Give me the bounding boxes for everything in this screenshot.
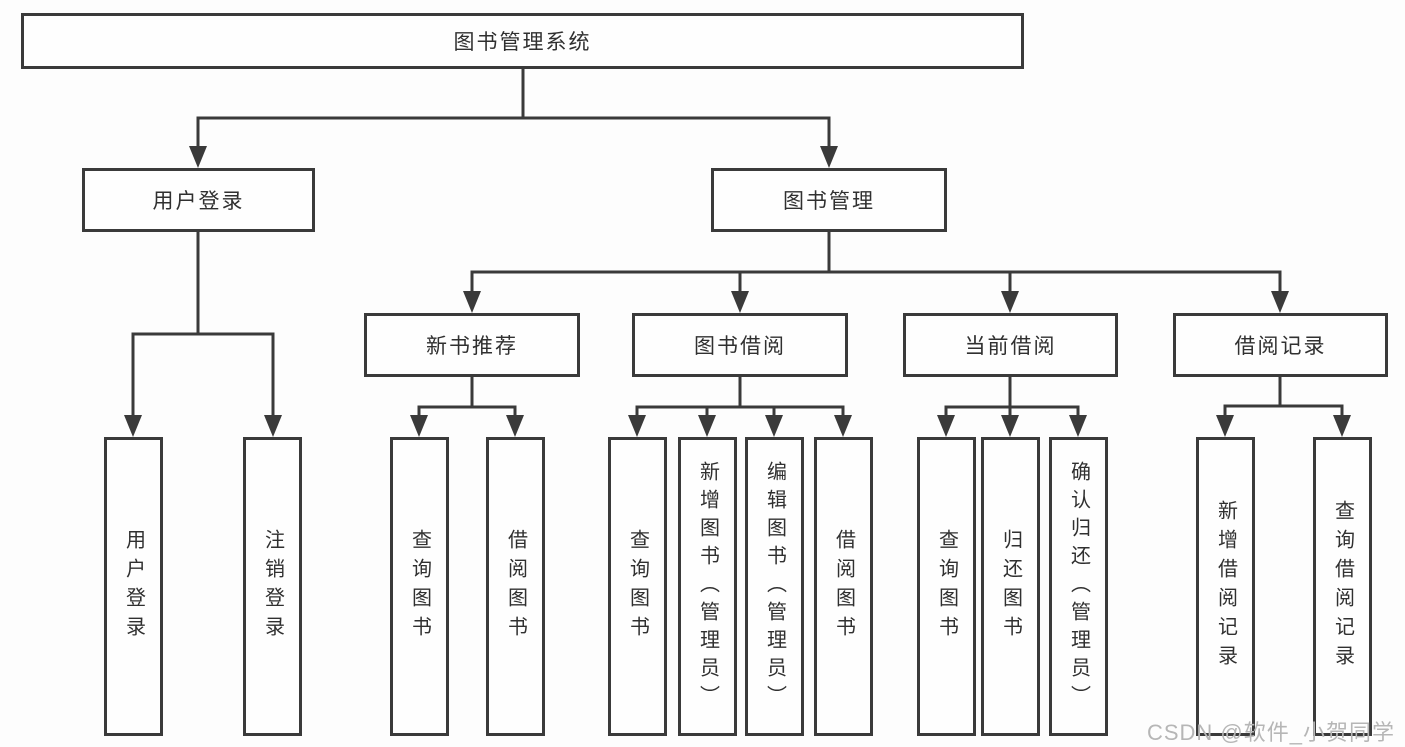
leaf-label: 用户登录 xyxy=(122,528,145,645)
arrowhead xyxy=(463,291,481,313)
leaf-add-books-admin: 新增图书（管理员） xyxy=(678,437,737,736)
arrowhead xyxy=(410,415,428,437)
edge-user-login-split xyxy=(131,232,275,419)
leaf-label: 查询图书 xyxy=(626,528,649,645)
leaf-add-borrow-record: 新增借阅记录 xyxy=(1196,437,1255,736)
leaf-edit-books-admin: 编辑图书（管理员） xyxy=(745,437,804,736)
leaf-label: 新增图书（管理员） xyxy=(696,460,719,713)
node-book-management-label: 图书管理 xyxy=(783,190,875,213)
leaf-user-login-1: 用户登录 xyxy=(104,437,163,736)
arrowhead xyxy=(765,415,783,437)
leaf-borrow-books-2: 借阅图书 xyxy=(814,437,873,736)
watermark: CSDN @软件_小贺同学 xyxy=(1146,720,1395,745)
arrowhead xyxy=(189,146,207,168)
leaf-label: 编辑图书（管理员） xyxy=(763,460,786,713)
arrowhead xyxy=(834,415,852,437)
arrowhead xyxy=(264,415,282,437)
leaf-label: 查询借阅记录 xyxy=(1331,499,1354,674)
leaf-label: 查询图书 xyxy=(408,528,431,645)
leaf-user-logout: 注销登录 xyxy=(243,437,302,736)
edge-current-borrow-split xyxy=(944,377,1080,419)
arrowhead xyxy=(1333,415,1351,437)
node-user-login-label: 用户登录 xyxy=(152,190,245,213)
node-book-borrow: 图书借阅 xyxy=(632,313,848,377)
leaf-label: 新增借阅记录 xyxy=(1214,499,1237,674)
node-root-label: 图书管理系统 xyxy=(453,31,592,54)
edge-book-borrow-split xyxy=(635,377,845,419)
node-borrow-records: 借阅记录 xyxy=(1173,313,1388,377)
edge-borrow-records-split xyxy=(1223,377,1344,419)
leaf-query-books-2: 查询图书 xyxy=(608,437,667,736)
arrowhead xyxy=(628,415,646,437)
node-new-book-recommend: 新书推荐 xyxy=(364,313,580,377)
arrowhead xyxy=(937,415,955,437)
arrowhead xyxy=(1001,291,1019,313)
leaf-confirm-return-admin: 确认归还（管理员） xyxy=(1049,437,1108,736)
node-book-management: 图书管理 xyxy=(711,168,947,232)
leaf-label: 借阅图书 xyxy=(832,528,855,645)
edge-new-book-split xyxy=(417,377,517,419)
node-borrow-records-label: 借阅记录 xyxy=(1234,335,1327,358)
arrowhead xyxy=(1069,415,1087,437)
arrowhead xyxy=(124,415,142,437)
arrowhead xyxy=(698,415,716,437)
arrowhead xyxy=(820,146,838,168)
node-book-borrow-label: 图书借阅 xyxy=(694,335,786,358)
arrowhead xyxy=(1001,415,1019,437)
leaf-borrow-books-1: 借阅图书 xyxy=(486,437,545,736)
leaf-query-books-3: 查询图书 xyxy=(917,437,976,736)
leaf-label: 注销登录 xyxy=(261,528,284,645)
node-user-login: 用户登录 xyxy=(82,168,315,232)
arrowhead xyxy=(1216,415,1234,437)
node-root: 图书管理系统 xyxy=(21,13,1024,69)
leaf-return-books: 归还图书 xyxy=(981,437,1040,736)
leaf-label: 借阅图书 xyxy=(504,528,527,645)
leaf-label: 归还图书 xyxy=(999,528,1022,645)
leaf-label: 确认归还（管理员） xyxy=(1067,460,1090,713)
leaf-query-borrow-record: 查询借阅记录 xyxy=(1313,437,1372,736)
node-new-book-recommend-label: 新书推荐 xyxy=(426,335,518,358)
leaf-query-books-1: 查询图书 xyxy=(390,437,449,736)
arrowhead xyxy=(1271,291,1289,313)
arrowhead xyxy=(731,291,749,313)
edge-root-split xyxy=(196,69,831,150)
leaf-label: 查询图书 xyxy=(935,528,958,645)
edge-book-mgmt-split xyxy=(470,232,1282,294)
node-current-borrow: 当前借阅 xyxy=(903,313,1118,377)
arrowhead xyxy=(506,415,524,437)
node-current-borrow-label: 当前借阅 xyxy=(964,335,1057,358)
